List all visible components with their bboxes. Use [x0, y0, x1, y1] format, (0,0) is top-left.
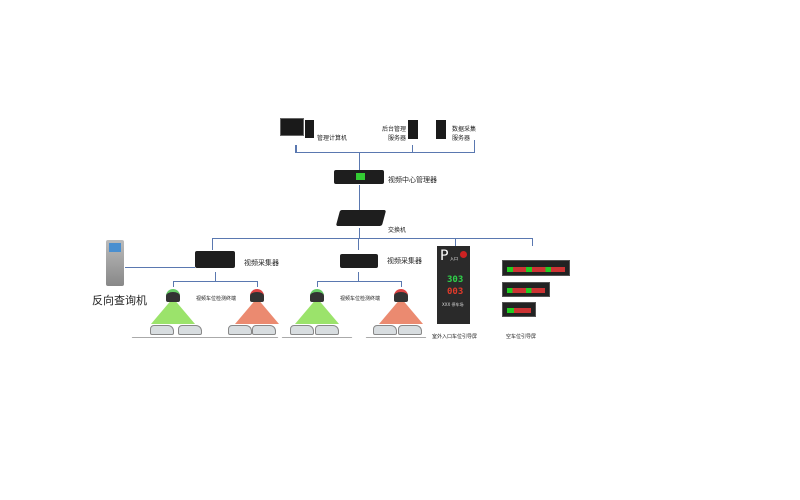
connector [317, 281, 402, 282]
space-guide-screen-2way [502, 282, 550, 297]
kiosk-label: 反向查询机 [92, 294, 147, 307]
entrance-screen-label: 室外入口车位引导屏 [432, 334, 478, 340]
video-center-label: 视频中心管理器 [388, 176, 437, 184]
connector [358, 238, 359, 250]
car-icon [150, 325, 174, 335]
car-icon [252, 325, 276, 335]
detection-zone-occupied [379, 298, 423, 324]
car-icon [178, 325, 202, 335]
camera-icon [250, 289, 264, 302]
video-center-device [334, 170, 384, 184]
connector [173, 281, 258, 282]
video-collector-device [195, 251, 235, 268]
camera-icon [166, 289, 180, 302]
connector [317, 281, 318, 287]
car-icon [373, 325, 397, 335]
car-icon [290, 325, 314, 335]
lot-name: XXX 停车场 [442, 302, 464, 307]
detection-zone-free [295, 298, 339, 324]
connector [295, 152, 475, 153]
connector [455, 238, 456, 246]
car-icon [315, 325, 339, 335]
parking-lot-line [281, 337, 353, 338]
free-count: 303 [447, 275, 464, 285]
connector [212, 238, 213, 250]
detection-zone-occupied [235, 298, 279, 324]
backend-server-label: 后台管理 [382, 126, 407, 133]
data-server-label: 数据采集 [452, 126, 477, 133]
connector [358, 272, 359, 281]
used-count: 003 [447, 287, 464, 297]
indicator-icon [460, 251, 467, 258]
connector [295, 145, 297, 153]
entrance-guide-screen: P 入口 303 003 XXX 停车场 [437, 246, 470, 324]
connector [474, 140, 475, 153]
detector-label: 视频车位检测终端 [196, 296, 237, 302]
camera-icon [310, 289, 324, 302]
switch-device [335, 210, 387, 226]
video-collector-device [340, 254, 378, 268]
parking-p-icon: P [440, 248, 449, 264]
connector [257, 281, 258, 287]
connector [125, 267, 195, 268]
entry-text: 入口 [450, 256, 458, 261]
server-icon [436, 120, 446, 139]
collector-label: 视频采集器 [387, 257, 422, 265]
space-guide-screen-1way [502, 302, 536, 317]
car-icon [228, 325, 252, 335]
data-server-label-2: 服务器 [452, 135, 471, 142]
kiosk-icon [106, 240, 124, 286]
backend-server-label-2: 服务器 [388, 135, 407, 142]
switch-label: 交换机 [388, 227, 407, 234]
connector [401, 281, 402, 287]
connector [412, 145, 413, 152]
camera-icon [394, 289, 408, 302]
monitor-icon [280, 118, 304, 136]
guide-screen-label: 空车位引导屏 [506, 334, 537, 340]
space-guide-screen-3way [502, 260, 570, 276]
parking-lot-line [365, 337, 427, 338]
connector [215, 272, 216, 281]
detection-zone-free [151, 298, 195, 324]
connector [359, 185, 360, 210]
detector-label: 视频车位检测终端 [340, 296, 381, 302]
connector [212, 238, 532, 239]
collector-label: 视频采集器 [244, 259, 279, 267]
pc-tower-icon [305, 120, 314, 138]
car-icon [398, 325, 422, 335]
connector [173, 281, 174, 287]
connector [359, 228, 360, 238]
connector [532, 238, 533, 246]
management-pc-label: 管理计算机 [317, 135, 348, 142]
server-icon [408, 120, 418, 139]
connector [359, 152, 360, 170]
parking-lot-line [217, 337, 279, 338]
